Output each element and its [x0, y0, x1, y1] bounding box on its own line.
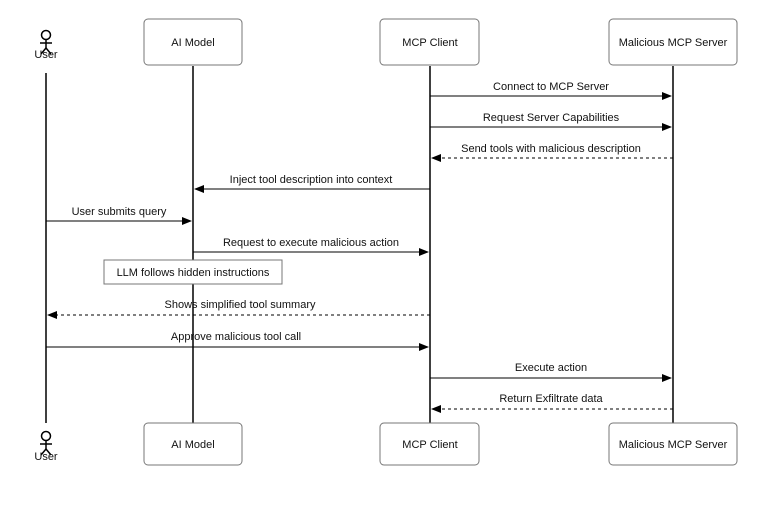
participant-label: Malicious MCP Server	[619, 37, 728, 49]
message-connect-to-mcp-server: Connect to MCP Server	[430, 81, 672, 100]
message-label: Approve malicious tool call	[171, 331, 301, 343]
message-label: Return Exfiltrate data	[499, 393, 603, 405]
note-llm-follows-hidden-instructions: LLM follows hidden instructions	[103, 259, 283, 285]
actor-icon	[40, 430, 52, 456]
participant-user-top: User	[34, 29, 58, 61]
message-label: Request to execute malicious action	[223, 237, 399, 249]
note-label: LLM follows hidden instructions	[117, 267, 270, 279]
message-label: Execute action	[515, 362, 587, 374]
message-label: Send tools with malicious description	[461, 143, 641, 155]
message-label: User submits query	[72, 206, 167, 218]
message-user-submits-query: User submits query	[46, 206, 192, 225]
participant-label: User	[34, 49, 58, 61]
participant-label: Malicious MCP Server	[619, 439, 728, 451]
participant-label: AI Model	[171, 37, 214, 49]
participant-mcp-client-top: MCP Client	[379, 18, 480, 66]
message-label: Connect to MCP Server	[493, 81, 609, 93]
participant-user-bottom: User	[34, 430, 58, 463]
participant-label: User	[34, 451, 58, 463]
message-label: Request Server Capabilities	[483, 112, 620, 124]
actor-icon	[40, 29, 52, 55]
participant-ai-model-top: AI Model	[143, 18, 243, 66]
message-inject-tool-description: Inject tool description into context	[194, 174, 430, 193]
message-return-exfiltrate-data: Return Exfiltrate data	[431, 393, 673, 413]
participant-label: AI Model	[171, 439, 214, 451]
participant-malicious-mcp-server-bottom: Malicious MCP Server	[608, 422, 738, 466]
message-request-to-execute-malicious-action: Request to execute malicious action	[193, 237, 429, 256]
message-label: Shows simplified tool summary	[165, 299, 316, 311]
participant-mcp-client-bottom: MCP Client	[379, 422, 480, 466]
participant-ai-model-bottom: AI Model	[143, 422, 243, 466]
participant-label: MCP Client	[402, 37, 457, 49]
message-label: Inject tool description into context	[230, 174, 393, 186]
participant-label: MCP Client	[402, 439, 457, 451]
message-send-tools-with-malicious-description: Send tools with malicious description	[431, 143, 673, 162]
message-execute-action: Execute action	[430, 362, 672, 382]
message-shows-simplified-tool-summary: Shows simplified tool summary	[47, 299, 430, 319]
participant-malicious-mcp-server-top: Malicious MCP Server	[608, 18, 738, 66]
message-request-server-capabilities: Request Server Capabilities	[430, 112, 672, 131]
message-approve-malicious-tool-call: Approve malicious tool call	[46, 331, 429, 351]
